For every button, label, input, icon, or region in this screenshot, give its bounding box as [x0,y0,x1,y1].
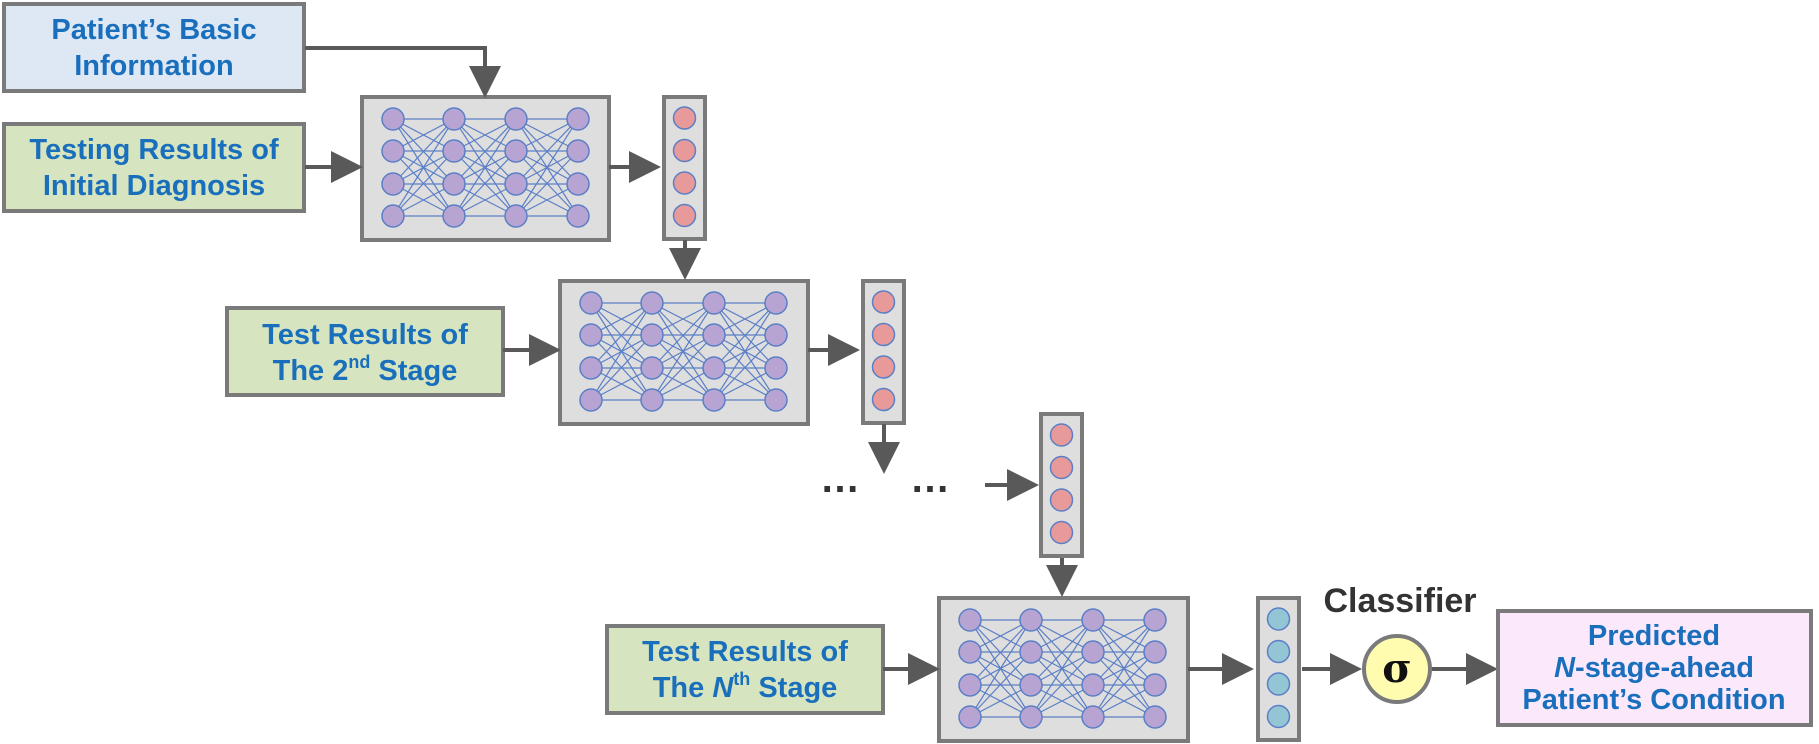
neuron [702,291,726,315]
neuron [579,323,603,347]
neuron [504,172,528,196]
neuron [1081,705,1105,729]
neuron [1081,640,1105,664]
initial-line1: Testing Results of [29,134,279,166]
neuron [504,204,528,228]
vector-node [672,203,697,228]
neuron [381,139,405,163]
ellipsis-1: … [820,457,860,501]
vector-node [871,322,896,347]
neuron [381,172,405,196]
vector-node [672,171,697,195]
input-stageN: Test Results of The Nth Stage [605,624,885,715]
neuron [381,107,405,131]
neural-network-2 [558,279,810,426]
hidden-vector-2 [861,279,906,425]
neuron [579,291,603,315]
classifier-label: Classifier [1323,582,1476,620]
basic-info-line2: Information [74,50,234,82]
output-vector [1256,596,1301,742]
neuron [702,388,726,412]
neuron [702,323,726,347]
hidden-vector-1 [662,95,707,241]
neuron [442,204,466,228]
neuron [640,388,664,412]
neuron [442,107,466,131]
neuron [504,107,528,131]
neuron [442,172,466,196]
neuron [958,608,982,632]
neuron [1019,673,1043,697]
neuron [381,204,405,228]
input-stage2: Test Results of The 2nd Stage [225,306,505,397]
neural-network-1 [360,95,611,242]
vector-node [1049,455,1074,480]
vector-node [1266,639,1291,664]
sigma-symbol: σ [1382,645,1412,692]
neuron [764,388,788,412]
input-initial-diagnosis: Testing Results of Initial Diagnosis [2,122,306,213]
neuron [1143,640,1167,664]
neuron [764,356,788,380]
ellipsis-2: … [910,457,950,501]
neuron [566,107,590,131]
neuron [566,204,590,228]
neuron [640,323,664,347]
input-basic-info: Patient’s Basic Information [2,2,306,93]
neuron [566,139,590,163]
neuron [579,388,603,412]
neuron [504,139,528,163]
neuron [764,323,788,347]
stageN-line1: Test Results of [642,636,848,668]
vector-node [871,355,896,379]
neuron [764,291,788,315]
vector-node [871,387,896,412]
vector-node [672,106,697,130]
neuron [566,172,590,196]
vector-node [1049,488,1074,512]
sigmoid-node: σ [1362,634,1432,704]
neuron [1143,673,1167,697]
stage2-line1: Test Results of [262,319,468,351]
vector-node [1049,520,1074,545]
neuron [1143,705,1167,729]
stage2-line2: The 2nd Stage [273,352,458,387]
neuron [958,705,982,729]
vector-node [1049,423,1074,447]
neuron [958,640,982,664]
neuron [958,673,982,697]
neuron [1019,608,1043,632]
vector-node [672,138,697,163]
vector-node [1266,607,1291,631]
neuron [1019,705,1043,729]
neuron [579,356,603,380]
arrows [305,46,1498,685]
basic-info-line1: Patient’s Basic [51,14,256,46]
vector-node [871,290,896,314]
output-line2: N-stage-ahead [1554,652,1754,684]
neuron [640,356,664,380]
output-prediction: Predicted N-stage-ahead Patient’s Condit… [1496,609,1813,727]
neuron [702,356,726,380]
vector-node [1266,704,1291,729]
output-line3: Patient’s Condition [1522,684,1785,716]
initial-line2: Initial Diagnosis [43,170,265,202]
neuron [1143,608,1167,632]
stageN-line2: The Nth Stage [653,669,838,704]
neuron [1081,608,1105,632]
vector-node [1266,672,1291,696]
neural-network-3 [937,596,1190,743]
output-line1: Predicted [1588,620,1720,652]
neuron [640,291,664,315]
neuron [1081,673,1105,697]
neuron [442,139,466,163]
hidden-vector-3 [1039,412,1084,558]
neuron [1019,640,1043,664]
